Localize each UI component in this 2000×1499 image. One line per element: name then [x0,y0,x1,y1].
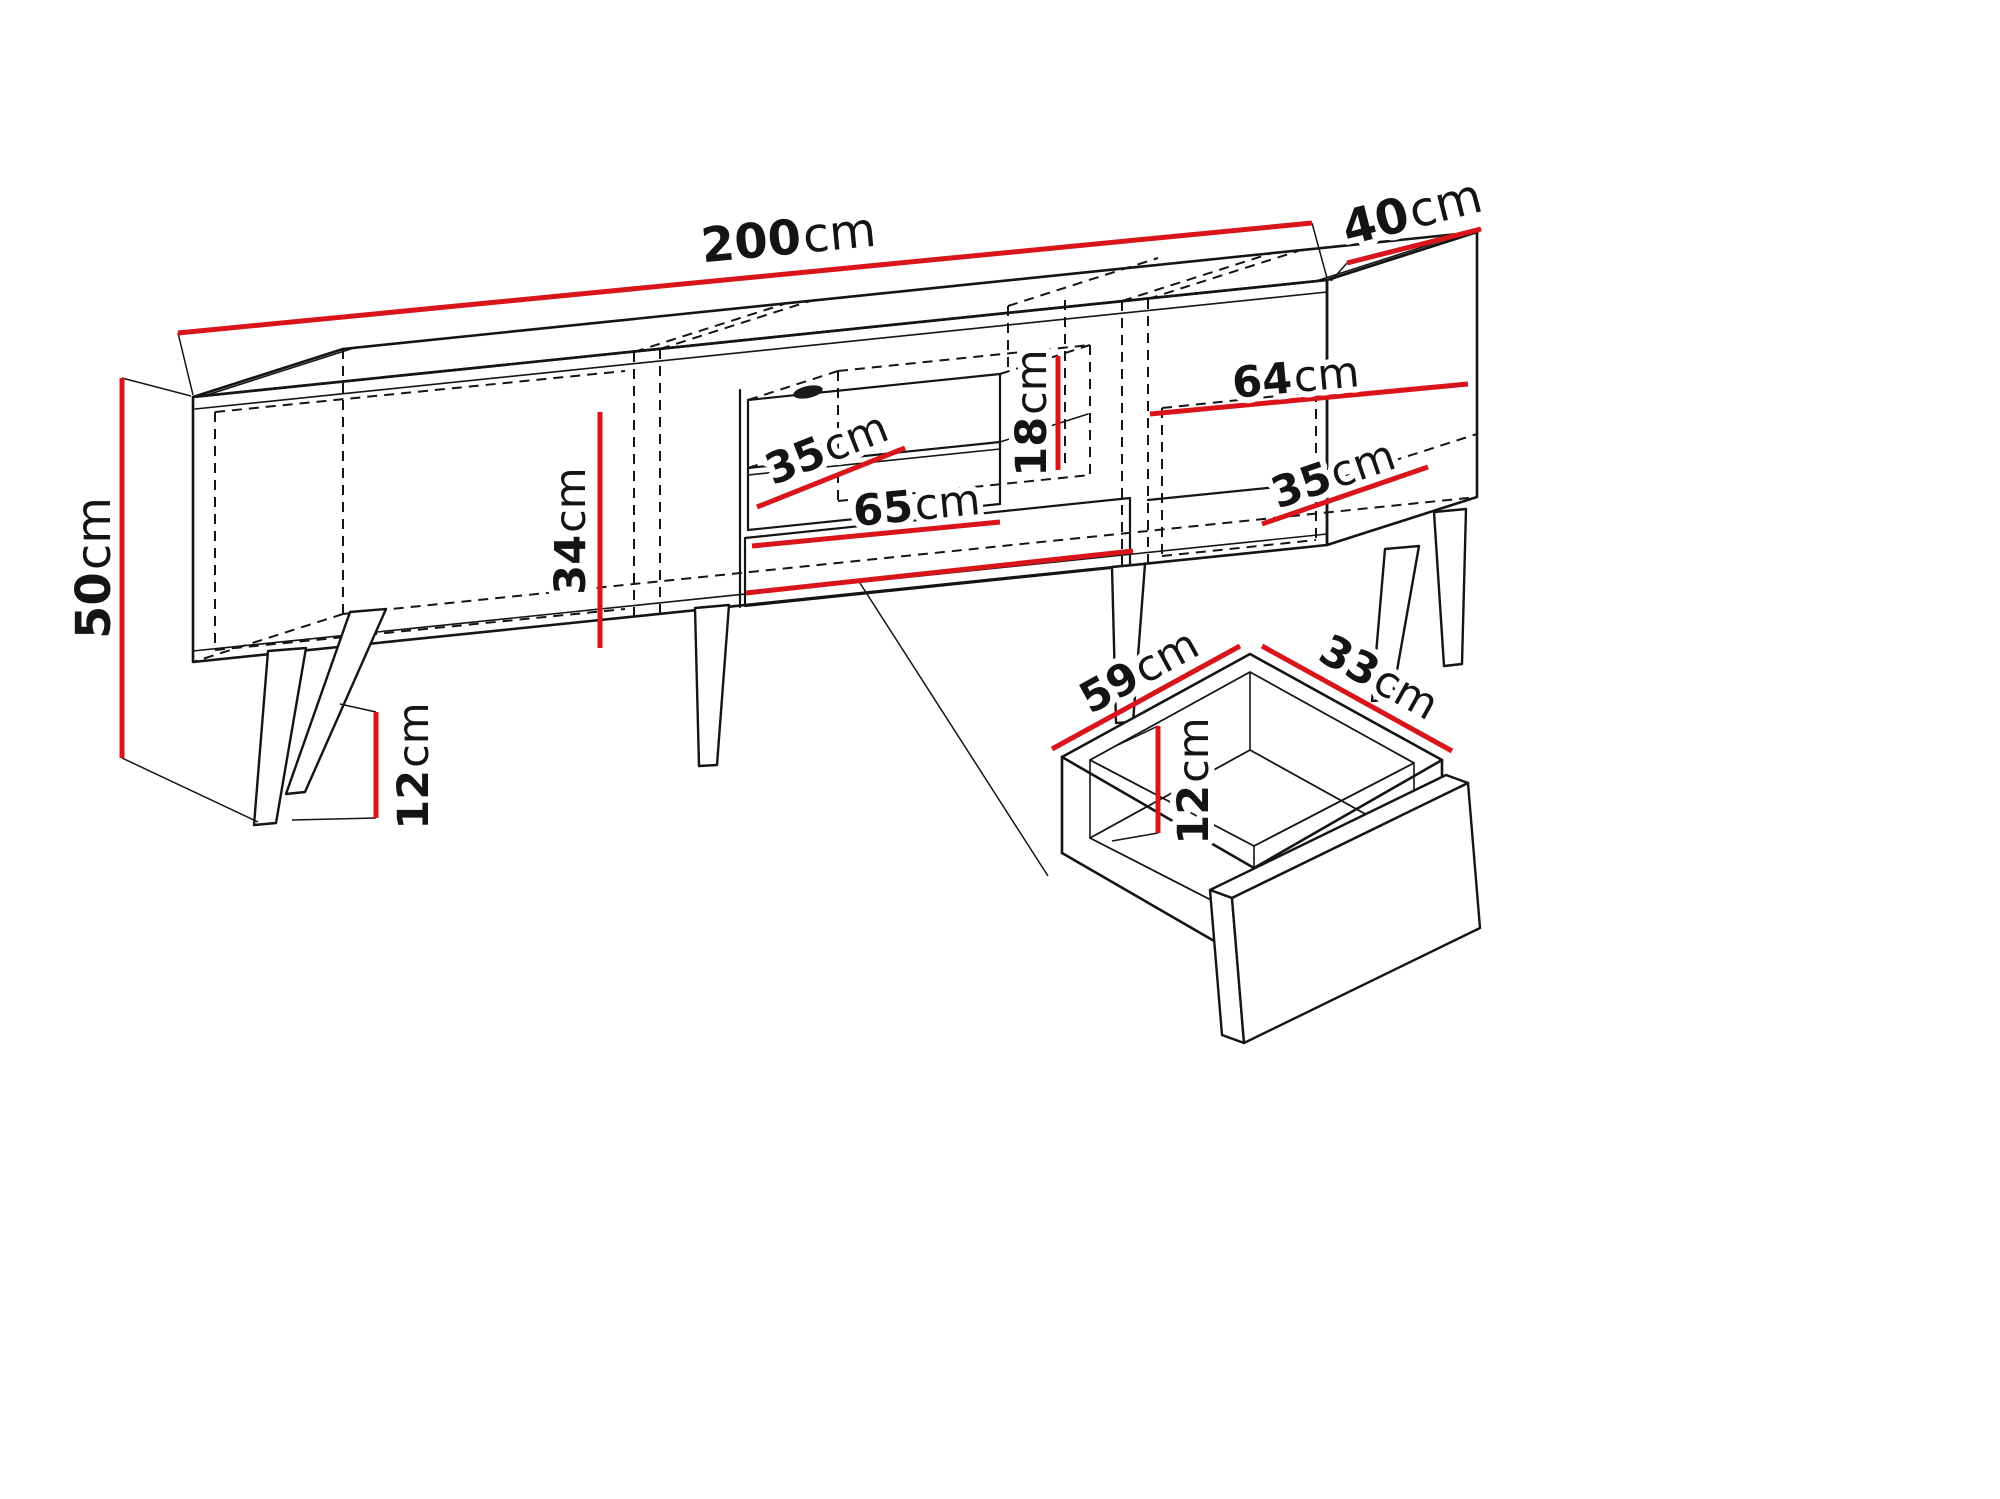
leg-left-back [284,607,388,796]
dim-label-width: 200cm [699,202,879,275]
dim-line-width-200 [177,220,1313,336]
cabinet-legs [252,507,1468,827]
right-shelf-front [1146,480,1329,502]
leg-right-back [1432,507,1468,668]
leg-left-front [252,646,308,827]
dim-label-height: 50cm [66,497,122,639]
dim-line-drawer-33 [1260,643,1454,754]
cable-grommet [793,385,823,399]
dim-line-right-width-64 [1149,381,1469,417]
niche-floor-edge [746,502,1002,532]
dim-label-depth: 40cm [1336,168,1487,257]
leg-right-front [1370,544,1421,703]
leg-middle-left [693,603,731,768]
dim-line-drawer-59 [1050,643,1242,752]
dim-label-niche-width: 65cm [851,475,983,537]
dim-label-right-inner-width: 64cm [1230,347,1362,409]
dim-line-right-depth-35 [1261,464,1429,527]
dim-label-left-inner-height: 34cm [546,467,596,594]
drawer-leader-line [857,579,1049,877]
dim-line-niche-depth-35 [756,445,906,510]
dim-line-niche-width-65 [751,519,1001,549]
dim-label-niche-back-height: 18cm [1007,349,1057,476]
dim-label-right-shelf-depth: 35cm [1265,430,1402,519]
cabinet-interior [738,372,1329,609]
left-bottom-hidden [192,613,344,663]
niche-shelf-front [746,440,1002,470]
dim-line-depth-40 [1346,226,1482,266]
dim-line-drawer-width [745,548,1134,596]
cabinet-right-face [1325,230,1479,547]
dim-label-leg-height: 12cm [389,702,439,829]
dim-label-drawer-inner-height: 12cm [1169,717,1219,844]
niche-ceiling-edge [746,372,1002,402]
dimension-lines [119,220,1482,833]
cabinet-hidden-edges [192,250,1478,663]
drawer-rim-back-edges [1060,652,1444,762]
drawer-face-front [1230,781,1482,1045]
back-bottom-hidden [342,496,1478,615]
